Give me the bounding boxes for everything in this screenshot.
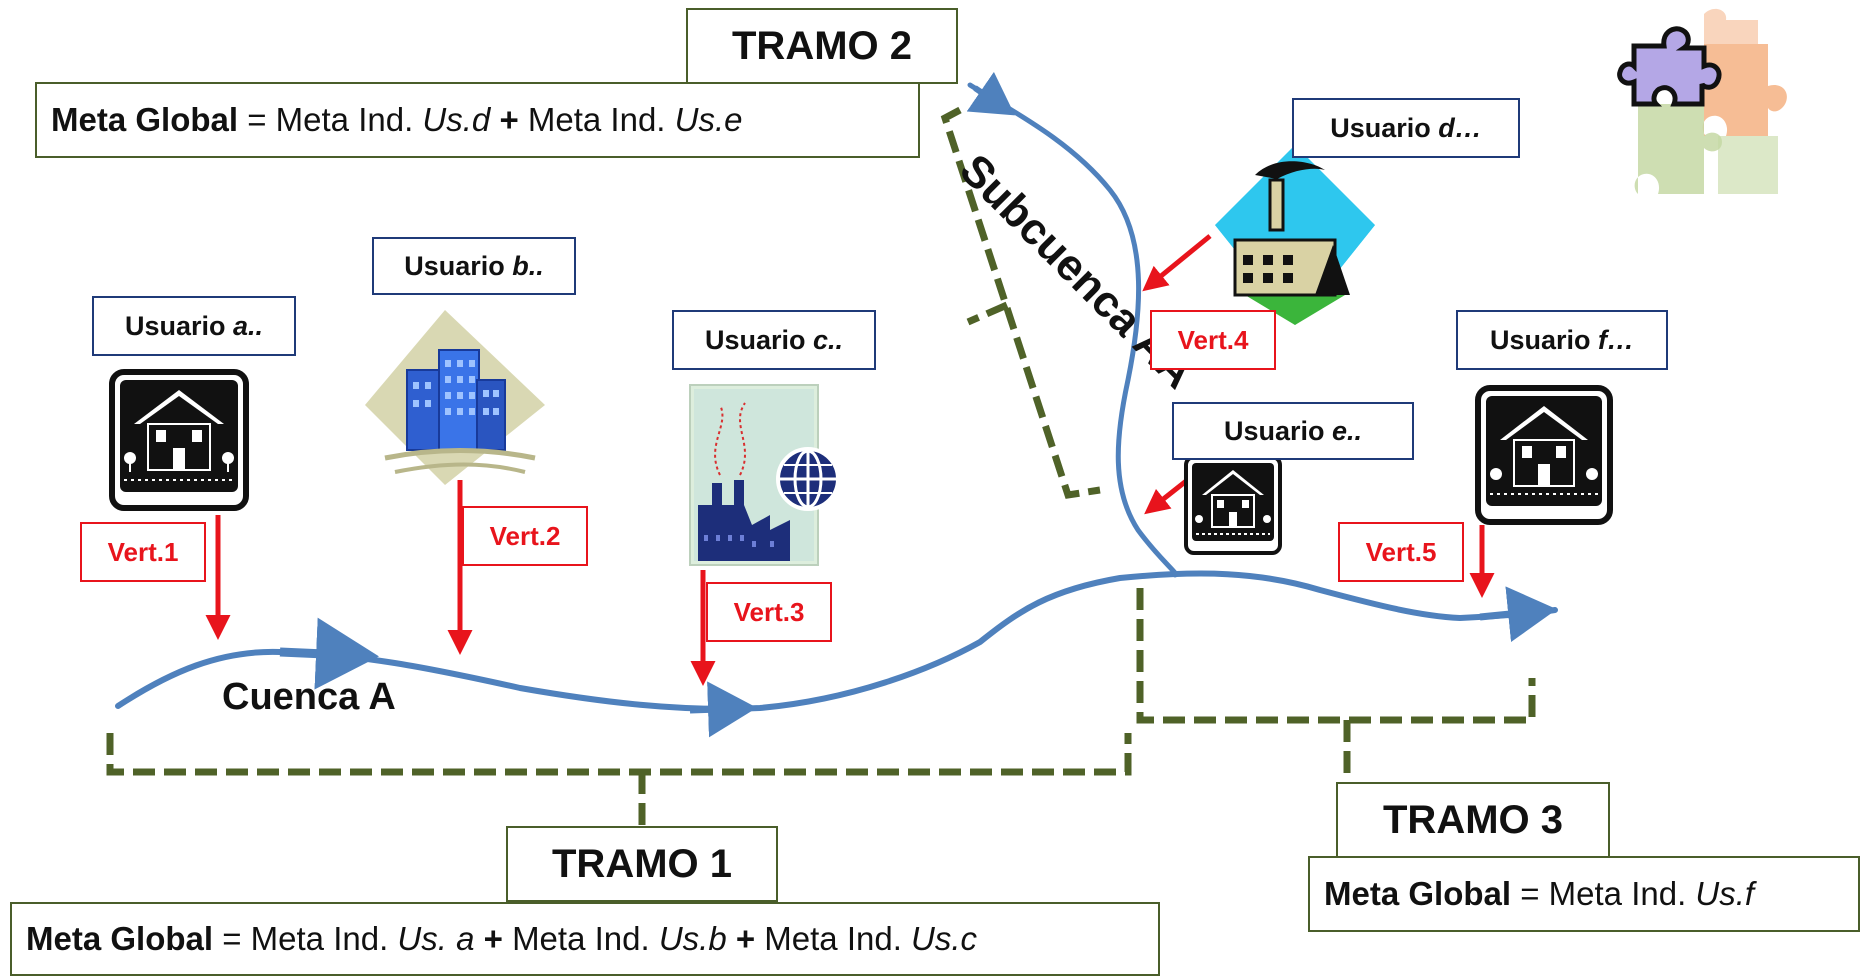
meta-ind-term: Meta Ind. <box>1548 875 1687 912</box>
equals-sign: = <box>222 920 242 957</box>
user-b-term: Us.b <box>658 920 727 957</box>
meta-global-tramo-1: Meta Global = Meta Ind. Us. a + Meta Ind… <box>10 902 1160 976</box>
user-word: Usuario <box>1223 415 1325 446</box>
user-e-term: Us.e <box>674 101 743 138</box>
tramo-2-label: TRAMO 2 <box>686 8 958 84</box>
user-a-term: Us. a <box>397 920 475 957</box>
meta-ind-term: Meta Ind. <box>527 101 666 138</box>
user-f-label: Usuario f… <box>1456 310 1668 370</box>
user-letter: a.. <box>233 310 264 341</box>
user-letter: d… <box>1438 112 1482 143</box>
factory-globe-icon <box>689 384 840 566</box>
user-a-label: Usuario a.. <box>92 296 296 356</box>
equals-sign: = <box>1520 875 1540 912</box>
discharge-arrow-e <box>1144 476 1192 515</box>
bracket-tramo-1 <box>106 733 1132 832</box>
user-letter: c.. <box>813 324 844 355</box>
meta-global-label: Meta Global <box>1324 875 1512 912</box>
meta-ind-term: Meta Ind. <box>512 920 650 957</box>
user-c-term: Us.c <box>911 920 978 957</box>
office-building-icon <box>365 310 545 485</box>
flow-arrow-1 <box>279 617 379 690</box>
meta-ind-term: Meta Ind. <box>275 101 414 138</box>
meta-global-label: Meta Global <box>51 101 239 138</box>
plus-sign: + <box>499 101 519 138</box>
flow-arrow-3 <box>1479 586 1557 643</box>
puzzle-icon <box>1617 8 1787 194</box>
user-word: Usuario <box>1489 324 1591 355</box>
bracket-tramo-3 <box>1136 588 1536 780</box>
plus-sign: + <box>735 920 756 957</box>
meta-global-tramo-3: Meta Global = Meta Ind. Us.f <box>1308 856 1860 932</box>
discharge-label-4: Vert.4 <box>1150 310 1276 370</box>
user-f-term: Us.f <box>1695 875 1755 912</box>
equals-sign: = <box>247 101 267 138</box>
house-icon <box>109 369 249 511</box>
user-word: Usuario <box>124 310 226 341</box>
meta-ind-term: Meta Ind. <box>250 920 389 957</box>
flow-arrow-2 <box>689 681 757 738</box>
user-letter: e.. <box>1332 415 1363 446</box>
user-letter: b.. <box>512 250 544 281</box>
meta-global-label: Meta Global <box>26 920 214 957</box>
basin-label: Cuenca A <box>222 676 396 718</box>
tributary-river <box>967 82 1179 578</box>
user-c-label: Usuario c.. <box>672 310 876 370</box>
tributary-flow-arrow <box>966 71 1015 116</box>
discharge-label-1: Vert.1 <box>80 522 206 582</box>
tramo-1-label: TRAMO 1 <box>506 826 778 902</box>
user-word: Usuario <box>1330 112 1431 143</box>
house-icon <box>1475 385 1613 525</box>
user-word: Usuario <box>704 324 806 355</box>
tramo-3-label: TRAMO 3 <box>1336 782 1610 858</box>
user-b-label: Usuario b.. <box>372 237 576 295</box>
bracket-tramo-2 <box>940 106 1101 499</box>
user-e-label: Usuario e.. <box>1172 402 1414 460</box>
user-d-term: Us.d <box>422 101 491 138</box>
discharge-label-5: Vert.5 <box>1338 522 1464 582</box>
user-letter: f… <box>1598 324 1635 355</box>
meta-global-tramo-2: Meta Global = Meta Ind. Us.d + Meta Ind.… <box>35 82 920 158</box>
meta-ind-term: Meta Ind. <box>764 920 902 957</box>
plus-sign: + <box>483 920 503 957</box>
user-word: Usuario <box>404 250 505 281</box>
discharge-arrow-4 <box>1142 234 1212 292</box>
factory-smoke-icon <box>1215 145 1375 325</box>
discharge-label-2: Vert.2 <box>462 506 588 566</box>
discharge-label-3: Vert.3 <box>706 582 832 642</box>
user-d-label: Usuario d… <box>1292 98 1520 158</box>
house-icon <box>1184 455 1282 555</box>
